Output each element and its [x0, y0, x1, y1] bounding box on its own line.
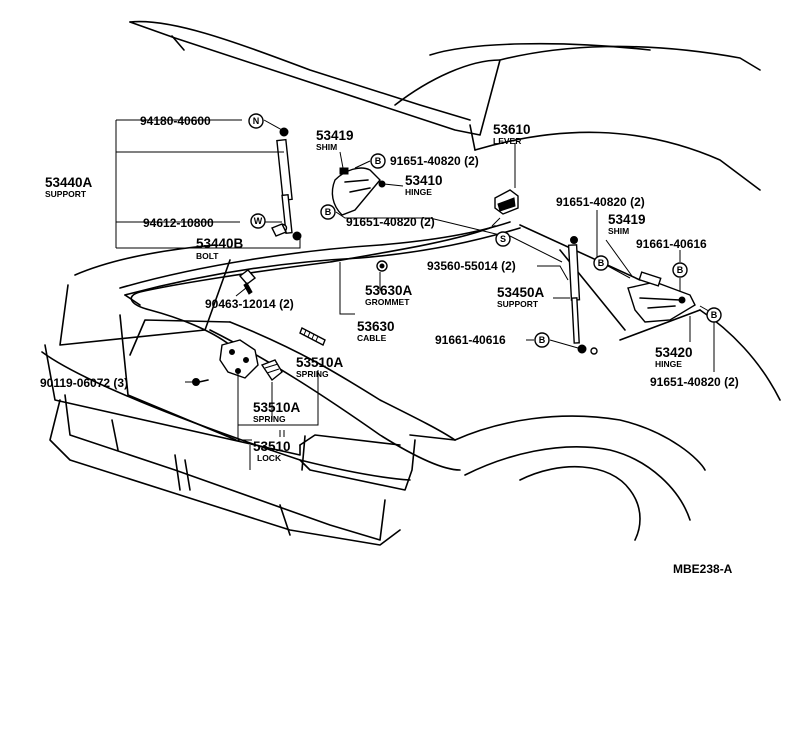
svg-text:B: B: [325, 207, 332, 217]
label-91651-40820-lower: 91651-40820 (2): [650, 375, 739, 389]
symbol-s-marker: S: [495, 231, 511, 247]
label-94612-10800: 94612-10800: [143, 216, 214, 230]
label-53410-hinge: HINGE: [405, 187, 432, 197]
symbol-n-marker: N: [248, 113, 264, 129]
part-drawings: [130, 127, 696, 386]
label-53440a: 53440A: [45, 175, 93, 190]
label-53419-left: 53419: [316, 128, 354, 143]
lock-spring-upper: [299, 327, 326, 346]
label-91651-40820-left-mid: 91651-40820 (2): [346, 215, 435, 229]
label-53610-lever: LEVER: [493, 136, 521, 146]
label-93560-55014: 93560-55014 (2): [427, 259, 516, 273]
label-53440b: 53440B: [196, 236, 244, 251]
label-91651-40820-left-upper: 91651-40820 (2): [390, 154, 479, 168]
label-53450a-support: SUPPORT: [497, 299, 539, 309]
label-53510a-upper: 53510A: [296, 355, 344, 370]
label-53440a-support: SUPPORT: [45, 189, 87, 199]
svg-text:B: B: [711, 310, 718, 320]
diagram-code: MBE238-A: [673, 562, 733, 576]
symbol-w-marker: W: [250, 213, 266, 229]
lock-bolt: [192, 378, 209, 386]
symbol-b-marker-right-top: B: [672, 262, 688, 278]
svg-text:B: B: [677, 265, 684, 275]
label-53410: 53410: [405, 173, 443, 188]
label-53510a-lower-spring: SPRING: [253, 414, 286, 424]
label-53510a-lower: 53510A: [253, 400, 301, 415]
label-53630a-grommet: GROMMET: [365, 297, 410, 307]
label-53420: 53420: [655, 345, 693, 360]
label-90119-06072: 90119-06072 (3): [40, 376, 128, 390]
label-91661-40616-lower: 91661-40616: [435, 333, 506, 347]
part-labels: 94180-40600 53440A SUPPORT 94612-10800 5…: [40, 114, 739, 576]
symbol-b-marker-right-lower: B: [706, 307, 722, 323]
symbol-b-marker-lower: B: [534, 332, 550, 348]
label-53419-left-shim: SHIM: [316, 142, 337, 152]
symbol-b-marker-left-mid: B: [320, 204, 336, 220]
symbol-b-marker-left-upper: B: [370, 153, 386, 169]
label-53510-lock: LOCK: [257, 453, 282, 463]
strut-bolt: [271, 223, 287, 237]
label-53420-hinge: HINGE: [655, 359, 682, 369]
label-90463-12014: 90463-12014 (2): [205, 297, 294, 311]
hood-lock-assembly: [219, 339, 283, 382]
leader-lines: [115, 119, 715, 470]
svg-text:N: N: [253, 116, 260, 126]
symbol-markers: N W B B S B B B: [248, 113, 722, 348]
label-53630: 53630: [357, 319, 395, 334]
label-91661-40616-right: 91661-40616: [636, 237, 707, 251]
release-lever: [491, 189, 519, 227]
label-53630a: 53630A: [365, 283, 413, 298]
label-94180-40600: 94180-40600: [140, 114, 211, 128]
label-53440b-bolt: BOLT: [196, 251, 219, 261]
label-91651-40820-right: 91651-40820 (2): [556, 195, 645, 209]
label-53630-cable: CABLE: [357, 333, 387, 343]
cable-clip: [238, 269, 257, 295]
svg-text:S: S: [500, 234, 506, 244]
cable-grommet-center: [379, 263, 385, 269]
release-cable: [130, 225, 496, 346]
label-53510: 53510: [253, 439, 291, 454]
label-53450a: 53450A: [497, 285, 545, 300]
right-hood-support-strut: [567, 236, 598, 355]
label-53419-right-shim: SHIM: [608, 226, 629, 236]
svg-text:W: W: [254, 216, 263, 226]
left-hood-support-strut: [276, 127, 302, 241]
right-hood-hinge: [627, 271, 696, 323]
symbol-b-marker-right-upper: B: [593, 255, 609, 271]
label-53510a-upper-spring: SPRING: [296, 369, 329, 379]
svg-text:B: B: [598, 258, 605, 268]
label-53610: 53610: [493, 122, 531, 137]
label-53419-right: 53419: [608, 212, 646, 227]
svg-text:B: B: [375, 156, 382, 166]
left-hood-hinge: [331, 167, 386, 216]
svg-text:B: B: [539, 335, 546, 345]
